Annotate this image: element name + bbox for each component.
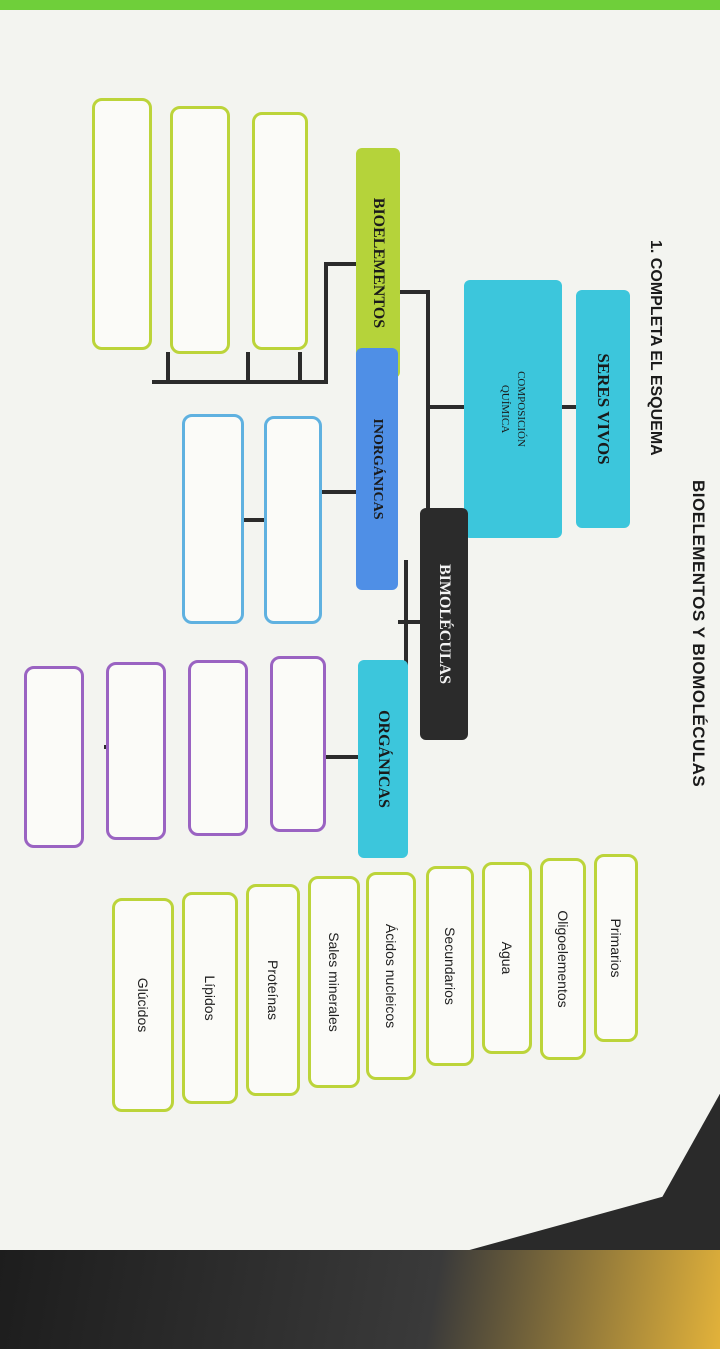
connector-trunk-horizontal xyxy=(426,290,430,508)
page-title: BIOELEMENTOS Y BIOMOLÉCULAS xyxy=(689,480,708,788)
answer-box-inorg-2[interactable] xyxy=(182,414,244,624)
word-secundarios: Secundarios xyxy=(426,866,474,1066)
desk-background xyxy=(0,1250,720,1349)
answer-box-org-2[interactable] xyxy=(188,660,248,836)
connector-compos-trunk xyxy=(428,405,464,409)
node-bioelementos: BIOELEMENTOS xyxy=(356,148,400,378)
composition-line-1: COMPOSICIÓN xyxy=(515,371,528,447)
connector-to-bioel xyxy=(400,290,430,294)
connector-seres-compos xyxy=(562,405,576,409)
answer-box-inorg-1[interactable] xyxy=(264,416,322,624)
connector-bioel-stem xyxy=(324,262,356,266)
word-lipidos: Lípidos xyxy=(182,892,238,1104)
word-glucidos: Glúcidos xyxy=(112,898,174,1112)
connector-org-1 xyxy=(324,755,358,759)
node-inorganicas: INORGÁNICAS xyxy=(356,348,398,590)
word-sales-minerales: Sales minerales xyxy=(308,876,360,1088)
connector-bioel-bar xyxy=(324,262,328,384)
instruction-text: 1. COMPLETA EL ESQUEMA xyxy=(647,240,664,456)
word-oligoelementos: Oligoelementos xyxy=(540,858,586,1060)
connector-bioel-4 xyxy=(298,352,302,384)
word-primarios: Primarios xyxy=(594,854,638,1042)
node-organicas: ORGÁNICAS xyxy=(358,660,408,858)
word-agua: Agua xyxy=(482,862,532,1054)
word-acidos-nucleicos: Ácidos nucleicos xyxy=(366,872,416,1080)
connector-bioel-2 xyxy=(246,352,250,384)
connector-bioel-3 xyxy=(166,352,170,384)
composition-line-2: QUÍMICA xyxy=(499,384,511,434)
answer-box-bioel-3[interactable] xyxy=(92,98,152,350)
answer-box-org-1[interactable] xyxy=(270,656,326,832)
answer-box-bioel-2[interactable] xyxy=(170,106,230,354)
answer-box-org-3[interactable] xyxy=(106,662,166,840)
node-biomoleculas: BIMOLÉCULAS xyxy=(420,508,468,740)
answer-box-bioel-1[interactable] xyxy=(252,112,308,350)
node-composicion-quimica: COMPOSICIÓN QUÍMICA xyxy=(464,280,562,538)
node-seres-vivos: SERES VIVOS xyxy=(576,290,630,528)
connector-bimol-split xyxy=(398,620,420,624)
word-proteinas: Proteínas xyxy=(246,884,300,1096)
answer-box-org-4[interactable] xyxy=(24,666,84,848)
